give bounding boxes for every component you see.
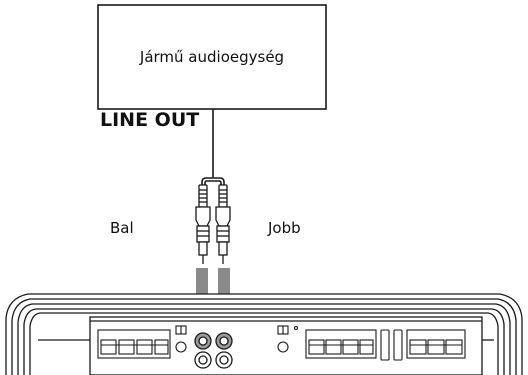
switch-icon <box>277 325 299 353</box>
signal-cable <box>201 109 225 185</box>
rca-plug-icon <box>215 184 231 264</box>
speaker-terminal-icon <box>305 329 377 359</box>
rca-plug-icon <box>195 184 211 264</box>
fuse-icon <box>380 329 403 361</box>
line-out-label: LINE OUT <box>100 109 199 131</box>
rca-jack-icon <box>194 332 233 369</box>
head-unit-label: Jármű audioegység <box>139 48 284 66</box>
switch-icon <box>175 325 187 353</box>
head-unit: Jármű audioegység <box>97 4 327 110</box>
power-terminal-icon <box>406 329 466 359</box>
right-channel-label: Jobb <box>267 219 301 237</box>
left-channel-label: Bal <box>110 219 134 237</box>
speaker-terminal-icon <box>97 329 171 359</box>
